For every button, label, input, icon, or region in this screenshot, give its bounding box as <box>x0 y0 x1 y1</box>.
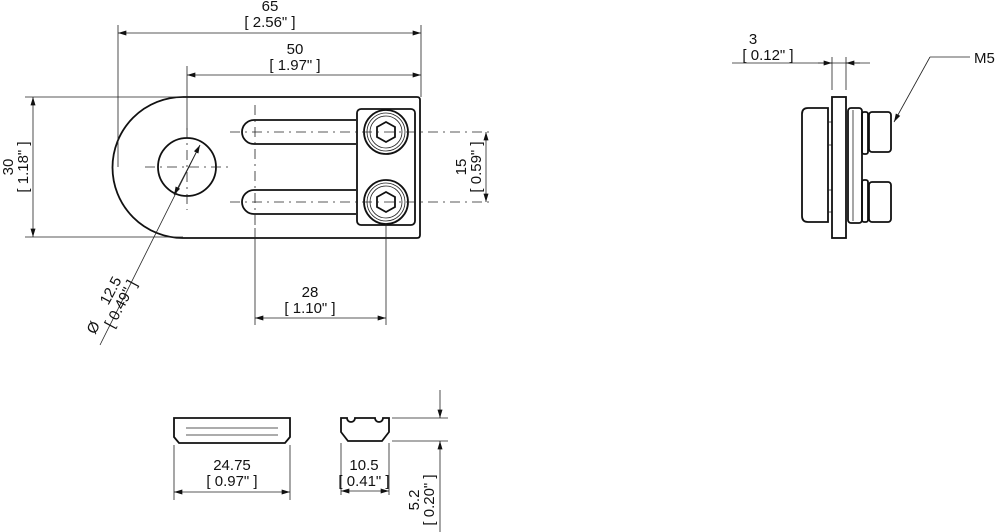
dim-30-mm: 30 <box>0 159 17 176</box>
dim-10-5-inch: [ 0.41" ] <box>338 473 389 490</box>
dim-24-75-inch: [ 0.97" ] <box>206 473 257 490</box>
dim-15-inch: [ 0.59" ] <box>468 141 485 192</box>
dim-5-2-mm: 5.2 <box>406 490 423 511</box>
nut-end-view: 10.5 [ 0.41" ] 5.2 [ 0.20" ] <box>338 390 448 532</box>
dim-30-inch: [ 1.18" ] <box>15 141 32 192</box>
dim-slot-length: 28 [ 1.10" ] <box>254 224 387 325</box>
diameter-symbol: Ø <box>84 318 105 337</box>
top-view-plate <box>111 96 490 239</box>
dim-5-2-inch: [ 0.20" ] <box>421 474 438 525</box>
screw-size-label: M5 <box>974 50 995 67</box>
dim-height: 30 [ 1.18" ] <box>0 96 183 238</box>
dim-slot-span: 50 [ 1.97" ] <box>186 41 421 130</box>
dim-50-mm: 50 <box>287 41 304 58</box>
dim-hole-spacing: 15 [ 0.59" ] <box>453 131 489 203</box>
nut-front-view: 24.75 [ 0.97" ] <box>173 417 291 500</box>
dim-overall-length: 65 [ 2.56" ] <box>117 0 422 167</box>
dim-24-75-mm: 24.75 <box>213 457 251 474</box>
dim-28-inch: [ 1.10" ] <box>284 300 335 317</box>
side-view <box>801 96 892 239</box>
dim-3-mm: 3 <box>749 31 757 48</box>
dim-10-5-mm: 10.5 <box>349 457 378 474</box>
dim-65-mm: 65 <box>262 0 279 15</box>
dim-28-mm: 28 <box>302 284 319 301</box>
dim-50-inch: [ 1.97" ] <box>269 57 320 74</box>
m5-callout: M5 <box>893 50 995 123</box>
dim-thickness: 3 [ 0.12" ] <box>732 31 870 90</box>
dim-3-inch: [ 0.12" ] <box>742 47 793 64</box>
dim-65-inch: [ 2.56" ] <box>244 14 295 31</box>
dim-15-mm: 15 <box>453 159 470 176</box>
dim-hole-diameter: Ø 12.5 [ 0.49" ] <box>84 144 201 346</box>
